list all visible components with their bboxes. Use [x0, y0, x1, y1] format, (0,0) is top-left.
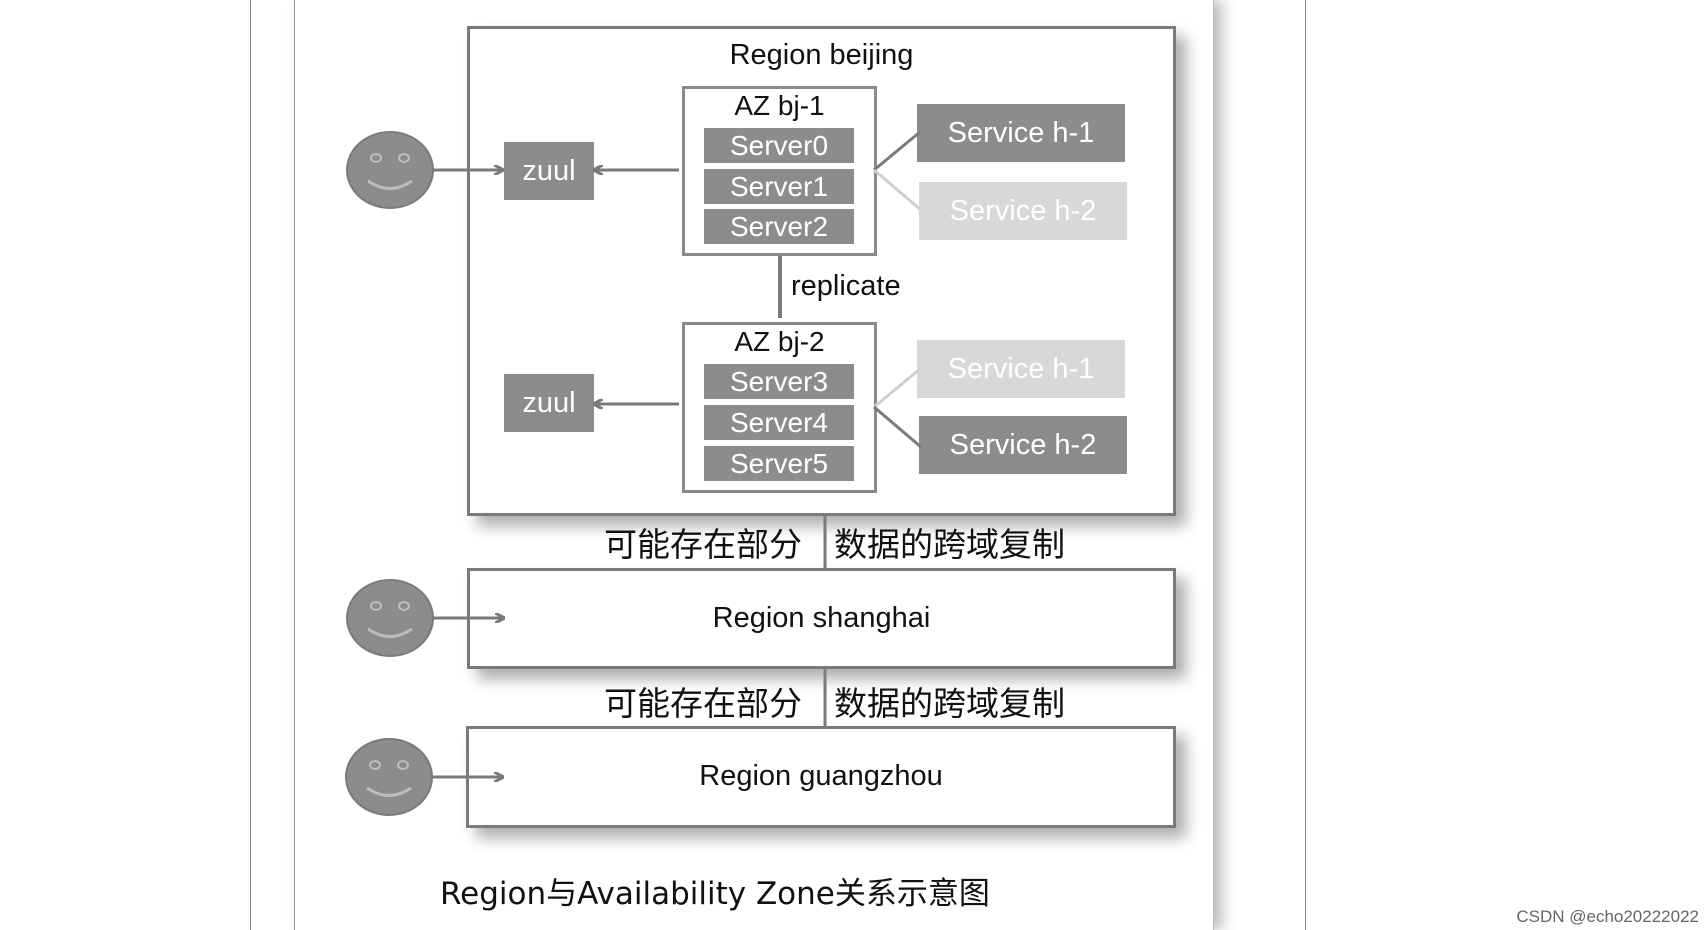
server-4: Server4 — [704, 405, 854, 440]
service-h2-bj-2: Service h-2 — [919, 416, 1127, 474]
zuul-bj-2: zuul — [504, 374, 594, 432]
outer-page-frame — [250, 0, 1306, 930]
replicate-label: replicate — [791, 270, 901, 302]
service-h1-bj-2: Service h-1 — [917, 340, 1125, 398]
az-bj-1-title: AZ bj-1 — [734, 90, 825, 121]
server-1: Server1 — [704, 169, 854, 204]
replication-note-1-left: 可能存在部分 — [604, 525, 802, 564]
az-bj-1-box: AZ bj-1 Server0 Server1 Server2 — [682, 86, 877, 256]
replication-note-1-right: 数据的跨域复制 — [834, 525, 1065, 564]
server-3: Server3 — [704, 364, 854, 399]
region-guangzhou-label: Region guangzhou — [699, 760, 943, 792]
replication-note-2-left: 可能存在部分 — [604, 684, 802, 723]
region-guangzhou-box: Region guangzhou — [466, 726, 1176, 828]
service-h1-bj-1: Service h-1 — [917, 104, 1125, 162]
service-h2-bj-1: Service h-2 — [919, 182, 1127, 240]
az-bj-2-box: AZ bj-2 Server3 Server4 Server5 — [682, 322, 877, 493]
az-bj-2-title: AZ bj-2 — [734, 326, 825, 357]
region-shanghai-box: Region shanghai — [467, 568, 1176, 669]
server-5: Server5 — [704, 446, 854, 481]
zuul-bj-1: zuul — [504, 142, 594, 200]
region-beijing-box: Region beijing AZ bj-1 Server0 Server1 S… — [467, 26, 1176, 516]
csdn-watermark: CSDN @echo20222022 — [1516, 907, 1699, 926]
figure-caption: Region与Availability Zone关系示意图 — [440, 876, 990, 912]
server-0: Server0 — [704, 128, 854, 163]
replication-note-2-right: 数据的跨域复制 — [834, 684, 1065, 723]
server-2: Server2 — [704, 209, 854, 244]
region-shanghai-label: Region shanghai — [712, 602, 931, 634]
region-beijing-label: Region beijing — [729, 39, 914, 71]
